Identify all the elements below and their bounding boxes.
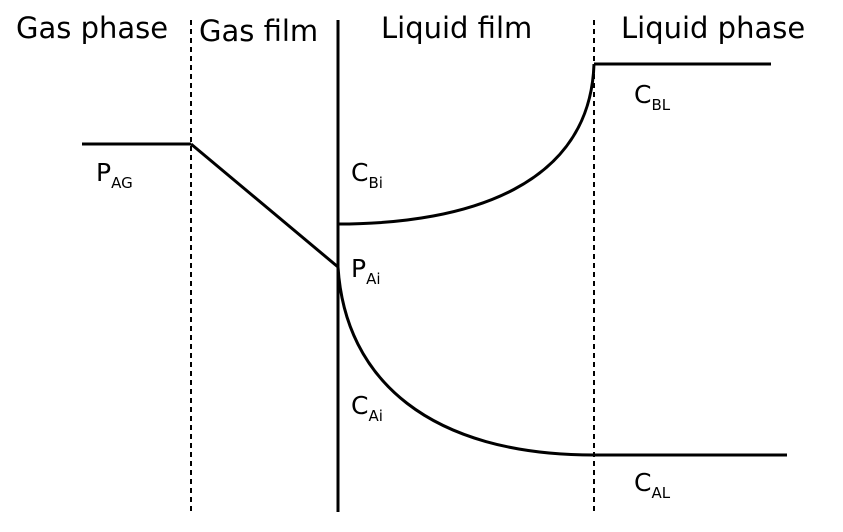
liquid-film-title: Liquid film xyxy=(381,11,533,45)
p-ai-subscript: Ai xyxy=(366,270,381,288)
c-ai-subscript: Ai xyxy=(368,407,383,425)
gas-phase-title: Gas phase xyxy=(16,11,169,45)
c-ai-label: CAi xyxy=(351,391,383,424)
c-bi-subscript: Bi xyxy=(368,174,383,192)
c-bl-main: C xyxy=(634,80,652,109)
gas-film-title: Gas film xyxy=(199,14,319,48)
p-ai-main: P xyxy=(351,254,367,283)
p-ag-main: P xyxy=(96,158,112,187)
p-ag-subscript: AG xyxy=(111,174,133,192)
p-ai-label: PAi xyxy=(351,254,381,287)
c-b-concentration-curve xyxy=(337,63,596,226)
c-al-subscript: AL xyxy=(651,484,671,502)
gas-film-pressure-gradient-line xyxy=(190,142,339,269)
c-ai-main: C xyxy=(351,391,369,420)
p-ag-label: PAG xyxy=(96,158,133,191)
c-bl-label: CBL xyxy=(634,80,670,113)
c-bl-subscript: BL xyxy=(651,96,671,114)
c-al-label: CAL xyxy=(634,468,670,501)
liquid-phase-title: Liquid phase xyxy=(621,11,806,45)
c-bi-label: CBi xyxy=(351,158,383,191)
c-bi-main: C xyxy=(351,158,369,187)
c-a-concentration-curve xyxy=(336,266,595,457)
c-al-main: C xyxy=(634,468,652,497)
